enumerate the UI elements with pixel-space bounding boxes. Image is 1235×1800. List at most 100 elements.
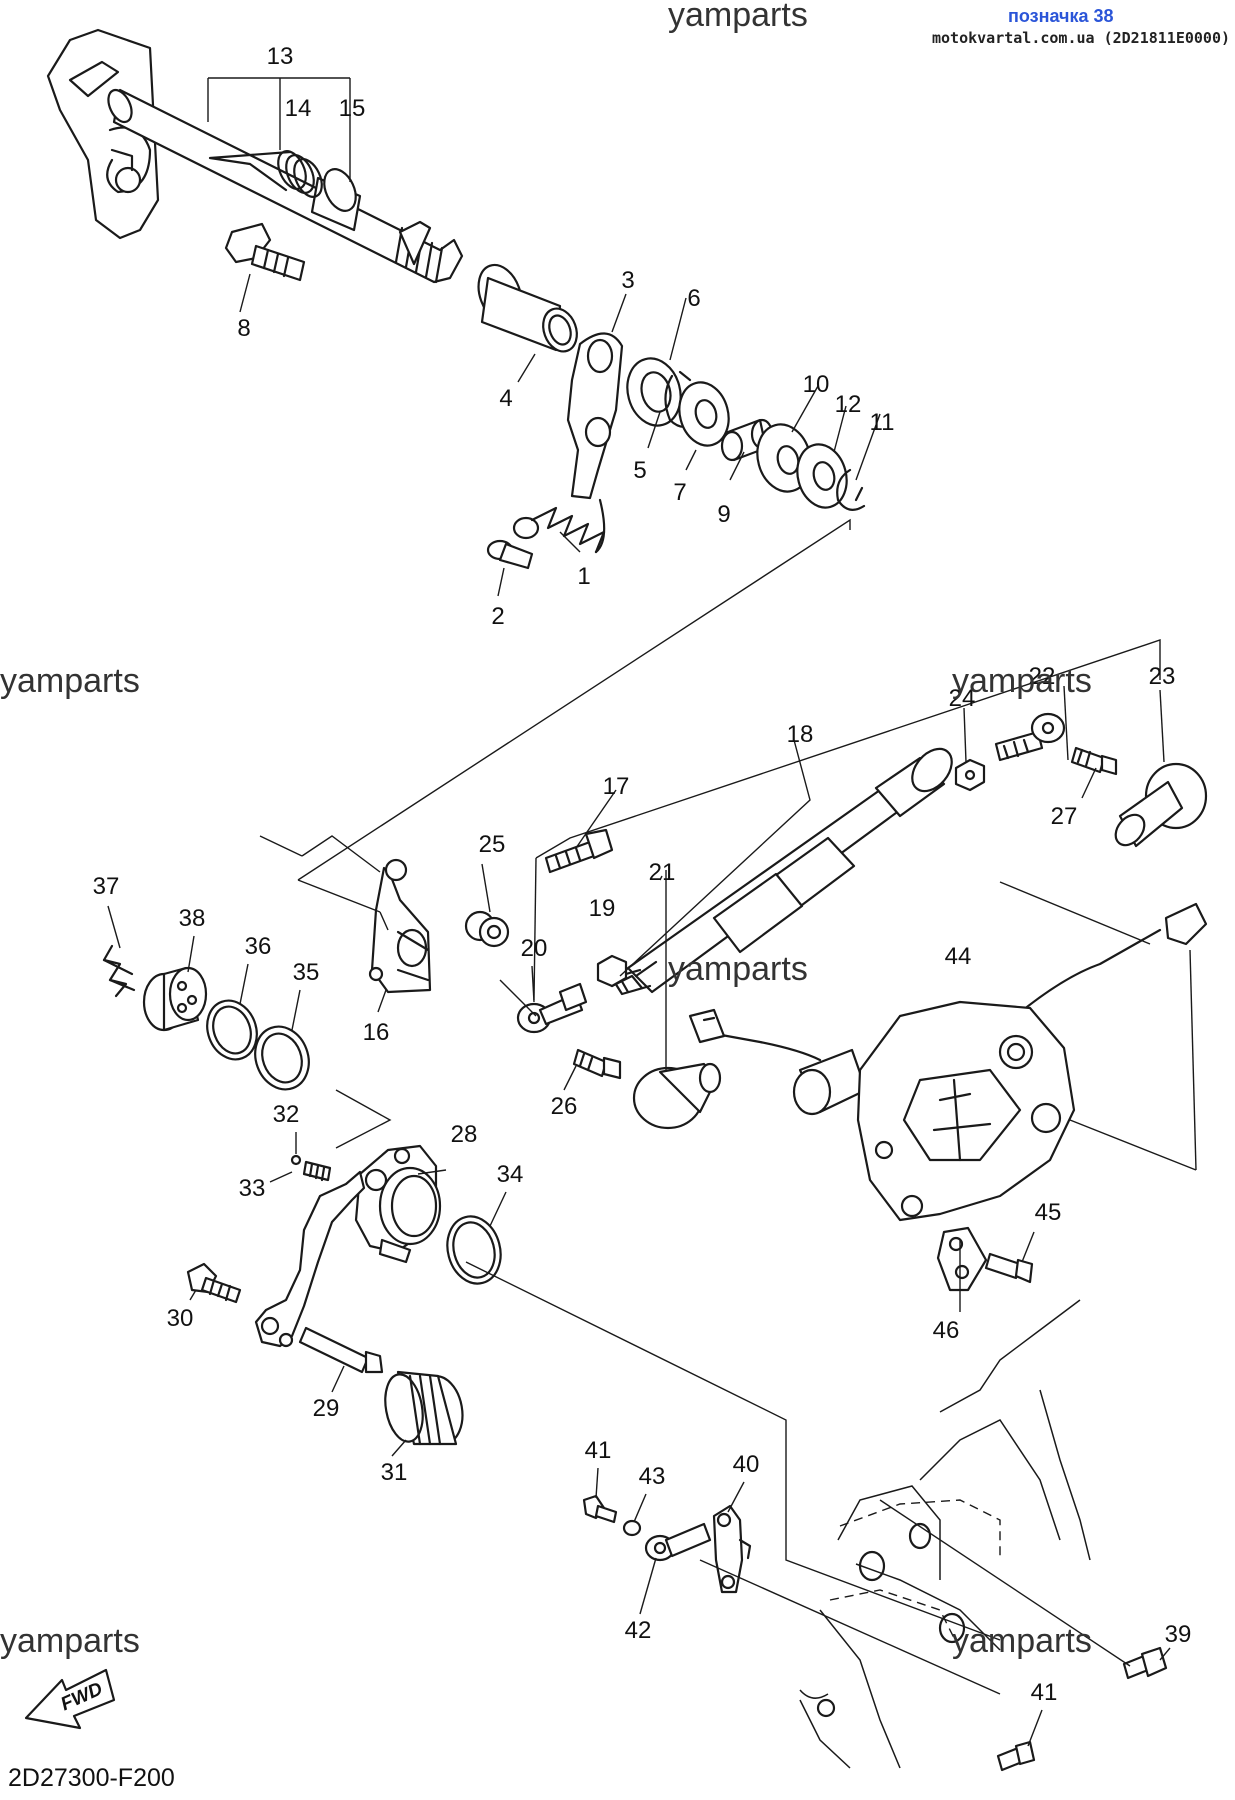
callout-10[interactable]: 10 [803, 371, 830, 398]
callout-43[interactable]: 43 [639, 1463, 666, 1490]
callout-33[interactable]: 33 [239, 1175, 266, 1202]
pedal-side-assembly [102, 944, 502, 1446]
callout-23[interactable]: 23 [1149, 663, 1176, 690]
callout-32[interactable]: 32 [273, 1101, 300, 1128]
nut-19 [596, 954, 628, 988]
leader-lines [107, 77, 1197, 1747]
callout-3[interactable]: 3 [621, 267, 634, 294]
rod-end-20 [516, 982, 588, 1034]
callout-17[interactable]: 17 [603, 773, 630, 800]
screw-33 [302, 1160, 332, 1182]
watermark-right-mid: yamparts [952, 662, 1092, 700]
diagram-code: 2D27300-F200 [8, 1764, 175, 1792]
callout-4[interactable]: 4 [499, 385, 512, 412]
shift-shaft-assembly [46, 28, 866, 570]
bolt-26 [572, 1048, 622, 1080]
callout-8[interactable]: 8 [237, 315, 250, 342]
bracket-46 [936, 1226, 988, 1292]
bolt-45 [984, 1252, 1034, 1284]
nut-24 [954, 758, 986, 792]
callout-31[interactable]: 31 [381, 1459, 408, 1486]
callout-7[interactable]: 7 [673, 479, 686, 506]
shift-rod [610, 747, 953, 996]
shaft-return-spring [208, 150, 323, 198]
shaft-bushing [477, 263, 578, 353]
callout-12[interactable]: 12 [835, 391, 862, 418]
bolt-30 [186, 1262, 242, 1304]
rod-end-22 [994, 712, 1066, 762]
collar-42 [644, 1522, 712, 1562]
callout-22[interactable]: 22 [1029, 663, 1056, 690]
circlip-11 [836, 468, 866, 511]
washer-7 [678, 381, 730, 447]
bolt-27 [1070, 746, 1118, 776]
tension-spring [512, 498, 606, 554]
callout-21[interactable]: 21 [649, 859, 676, 886]
callout-29[interactable]: 29 [313, 1395, 340, 1422]
washer-12 [796, 443, 848, 509]
clip-37 [102, 944, 136, 998]
callout-24[interactable]: 24 [949, 685, 976, 712]
callout-35[interactable]: 35 [293, 959, 320, 986]
callout-28[interactable]: 28 [451, 1121, 478, 1148]
callout-9[interactable]: 9 [717, 501, 730, 528]
watermark-left-bottom: yamparts [0, 1622, 140, 1660]
callout-13[interactable]: 13 [267, 43, 294, 70]
callout-15[interactable]: 15 [339, 95, 366, 122]
bolt-41-upper [582, 1494, 618, 1524]
callout-45[interactable]: 45 [1035, 1199, 1062, 1226]
callout-18[interactable]: 18 [787, 721, 814, 748]
bracket-40 [712, 1504, 752, 1594]
ball-32 [290, 1154, 302, 1166]
callout-44[interactable]: 44 [945, 943, 972, 970]
callout-20[interactable]: 20 [521, 935, 548, 962]
boot-23 [1114, 762, 1208, 848]
shift-lever [368, 858, 432, 994]
shift-motor-unit [688, 902, 1208, 1222]
callout-39[interactable]: 39 [1165, 1621, 1192, 1648]
washer-6 [626, 357, 682, 427]
callout-19[interactable]: 19 [589, 895, 616, 922]
callout-27[interactable]: 27 [1051, 803, 1078, 830]
boot-21 [632, 1062, 722, 1130]
bolt-41-lower [996, 1740, 1036, 1772]
bolt-17 [544, 828, 614, 874]
callout-2[interactable]: 2 [491, 603, 504, 630]
shift-pedal-arm [254, 1170, 366, 1348]
callout-41-lower[interactable]: 41 [1031, 1679, 1058, 1706]
reference-site-text: motokvartal.com.ua (2D21811E0000) [932, 29, 1230, 47]
callout-11[interactable]: 11 [870, 409, 895, 436]
stopper-lever-plate [566, 332, 624, 500]
boss-38 [142, 966, 208, 1032]
pedal-holder [354, 1144, 442, 1264]
callout-25[interactable]: 25 [479, 831, 506, 858]
reference-label-link[interactable]: позначка 38 [1008, 6, 1114, 26]
callout-30[interactable]: 30 [167, 1305, 194, 1332]
fwd-arrow: FWD [24, 1668, 116, 1730]
callout-6[interactable]: 6 [687, 285, 700, 312]
pedal-pin [298, 1326, 384, 1374]
callout-37[interactable]: 37 [93, 873, 120, 900]
spring-pin [486, 539, 534, 570]
callout-14[interactable]: 14 [285, 95, 312, 122]
collar-25 [464, 910, 510, 948]
callout-5[interactable]: 5 [633, 457, 646, 484]
watermarks: yamparts yamparts yamparts yamparts yamp… [0, 662, 1092, 1660]
watermark-center: yamparts [668, 950, 808, 988]
callout-numbers: 1 2 3 4 5 6 7 8 9 10 11 12 13 14 15 16 1… [93, 43, 1192, 1706]
callout-16[interactable]: 16 [363, 1019, 390, 1046]
watermark-left-mid: yamparts [0, 662, 140, 700]
washer-43 [622, 1519, 642, 1537]
callout-40[interactable]: 40 [733, 1451, 760, 1478]
bolt-39 [1122, 1646, 1168, 1680]
callout-34[interactable]: 34 [497, 1161, 524, 1188]
callout-38[interactable]: 38 [179, 905, 206, 932]
callout-41-upper[interactable]: 41 [585, 1437, 612, 1464]
callout-46[interactable]: 46 [933, 1317, 960, 1344]
watermark-right-bottom: yamparts [952, 1622, 1092, 1660]
callout-36[interactable]: 36 [245, 933, 272, 960]
callout-42[interactable]: 42 [625, 1617, 652, 1644]
callout-26[interactable]: 26 [551, 1093, 578, 1120]
callout-1[interactable]: 1 [577, 563, 590, 590]
